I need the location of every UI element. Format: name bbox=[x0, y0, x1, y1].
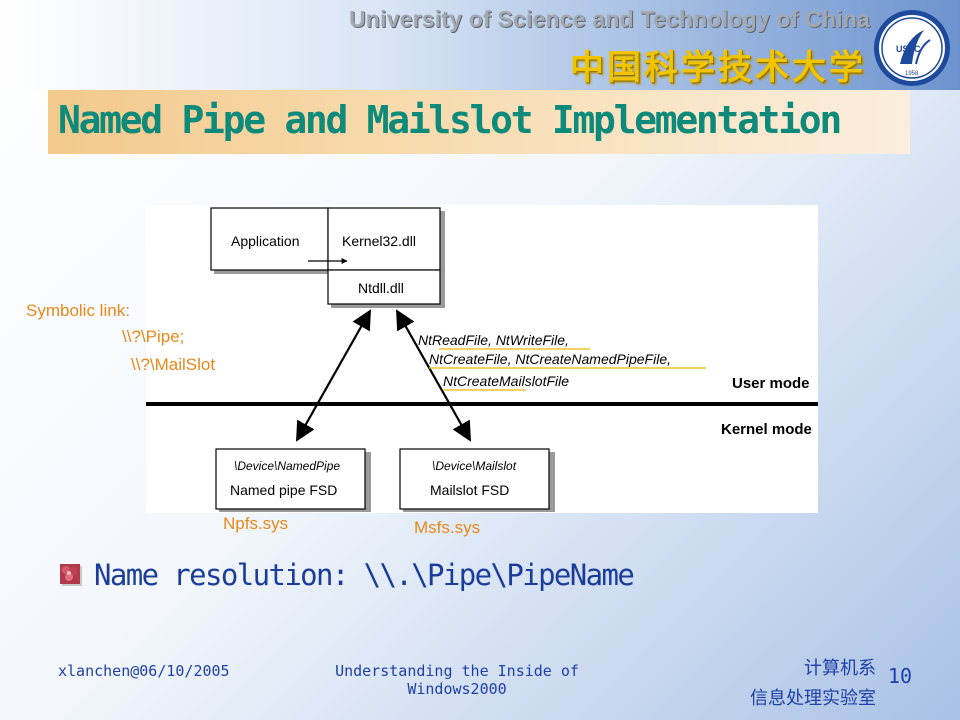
mailslot-fsd-label: Mailslot FSD bbox=[430, 482, 509, 498]
header-band bbox=[0, 0, 960, 90]
npfs-sys-label: Npfs.sys bbox=[223, 514, 289, 533]
footer-course-title: Understanding the Inside of Windows2000 bbox=[331, 662, 583, 698]
named-pipe-fsd-box bbox=[215, 448, 366, 510]
name-resolution-bullet: Name resolution: \\.\Pipe\PipeName bbox=[94, 558, 635, 592]
api-ntcreatenamedpipefile: NtCreateNamedPipeFile bbox=[515, 351, 667, 367]
mailslot-fsd-box bbox=[399, 448, 550, 510]
kernel-mode-label: Kernel mode bbox=[721, 421, 812, 438]
footer-department: 计算机系 信息处理实验室 bbox=[700, 654, 876, 710]
university-seal-icon: USTC 1958 bbox=[874, 10, 950, 86]
page-number: 10 bbox=[888, 664, 913, 688]
symbolic-link-label: Symbolic link: bbox=[26, 301, 130, 320]
footer-course-line2: Windows2000 bbox=[407, 680, 507, 698]
seal-year: 1958 bbox=[905, 71, 919, 77]
api-ntwritefile: NtWriteFile bbox=[496, 332, 565, 348]
slide-title: Named Pipe and Mailslot Implementation bbox=[58, 98, 842, 142]
named-pipe-device-label: \Device\NamedPipe bbox=[234, 459, 340, 473]
symbolic-link-pipe: \\?\Pipe; bbox=[122, 327, 185, 346]
user-mode-label: User mode bbox=[732, 375, 810, 392]
kernel32-label: Kernel32.dll bbox=[342, 233, 416, 249]
named-pipe-fsd-label: Named pipe FSD bbox=[230, 482, 337, 498]
title-band bbox=[48, 90, 910, 154]
mailslot-device-label: \Device\Mailslot bbox=[432, 459, 517, 473]
npfs-ntdll-arrow bbox=[296, 309, 371, 442]
application-box bbox=[210, 207, 329, 271]
svg-text:NtCreateFile, NtCreateNamedPip: NtCreateFile, NtCreateNamedPipeFile, bbox=[429, 351, 671, 367]
flower-bullet-icon bbox=[60, 564, 82, 586]
msfs-ntdll-arrow bbox=[396, 309, 471, 442]
symbolic-link-mailslot: \\?\MailSlot bbox=[131, 355, 216, 374]
footer-course-line1: Understanding the Inside of bbox=[335, 662, 579, 680]
ntdll-box bbox=[327, 269, 441, 305]
api-ntcreatemailslotfile: NtCreateMailslotFile bbox=[443, 373, 569, 389]
api-ntreadfile: NtReadFile bbox=[418, 332, 488, 348]
university-name-english: University of Science and Technology of … bbox=[348, 6, 870, 32]
msfs-sys-label: Msfs.sys bbox=[414, 518, 481, 537]
svg-text:NtReadFile, NtWriteFile,: NtReadFile, NtWriteFile, bbox=[418, 332, 569, 348]
footer-author-date: xlanchen@06/10/2005 bbox=[58, 662, 230, 680]
seal-text: USTC bbox=[896, 44, 921, 54]
architecture-diagram: Application Kernel32.dll Ntdll.dll User … bbox=[146, 205, 818, 513]
university-name-chinese: 中国科学技术大学 bbox=[570, 49, 866, 87]
ntdll-label: Ntdll.dll bbox=[358, 280, 404, 296]
application-label: Application bbox=[231, 233, 300, 249]
footer-dept-line2: 信息处理实验室 bbox=[750, 688, 876, 709]
api-ntcreatefile: NtCreateFile bbox=[429, 351, 508, 367]
footer-dept-line1: 计算机系 bbox=[804, 658, 876, 679]
